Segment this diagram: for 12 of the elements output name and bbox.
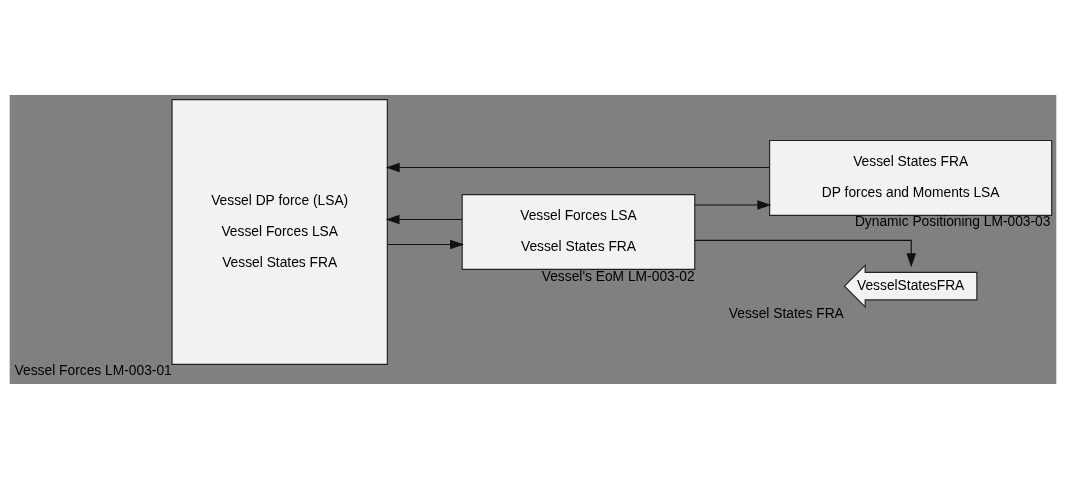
node-label: Vessel's EoM LM-003-02 — [541, 267, 695, 284]
arrow — [387, 239, 464, 250]
arrow — [694, 239, 917, 268]
node-label: Vessel States FRA — [728, 304, 844, 321]
arrow — [694, 200, 772, 210]
arrow — [385, 162, 771, 173]
node-label: Vessel Forces LM-003-01 — [14, 362, 172, 379]
arrow — [385, 214, 463, 225]
node-label: Dynamic Positioning LM-003-03 — [854, 213, 1051, 230]
node-box: Vessel States FRA DP forces and Moments LSA — [769, 139, 1053, 216]
node-box: Vessel DP force (LSA) Vessel Forces LSA Vessel States FRA — [171, 99, 388, 365]
node-box: Vessel Forces LSA Vessel States FRA — [461, 194, 696, 270]
